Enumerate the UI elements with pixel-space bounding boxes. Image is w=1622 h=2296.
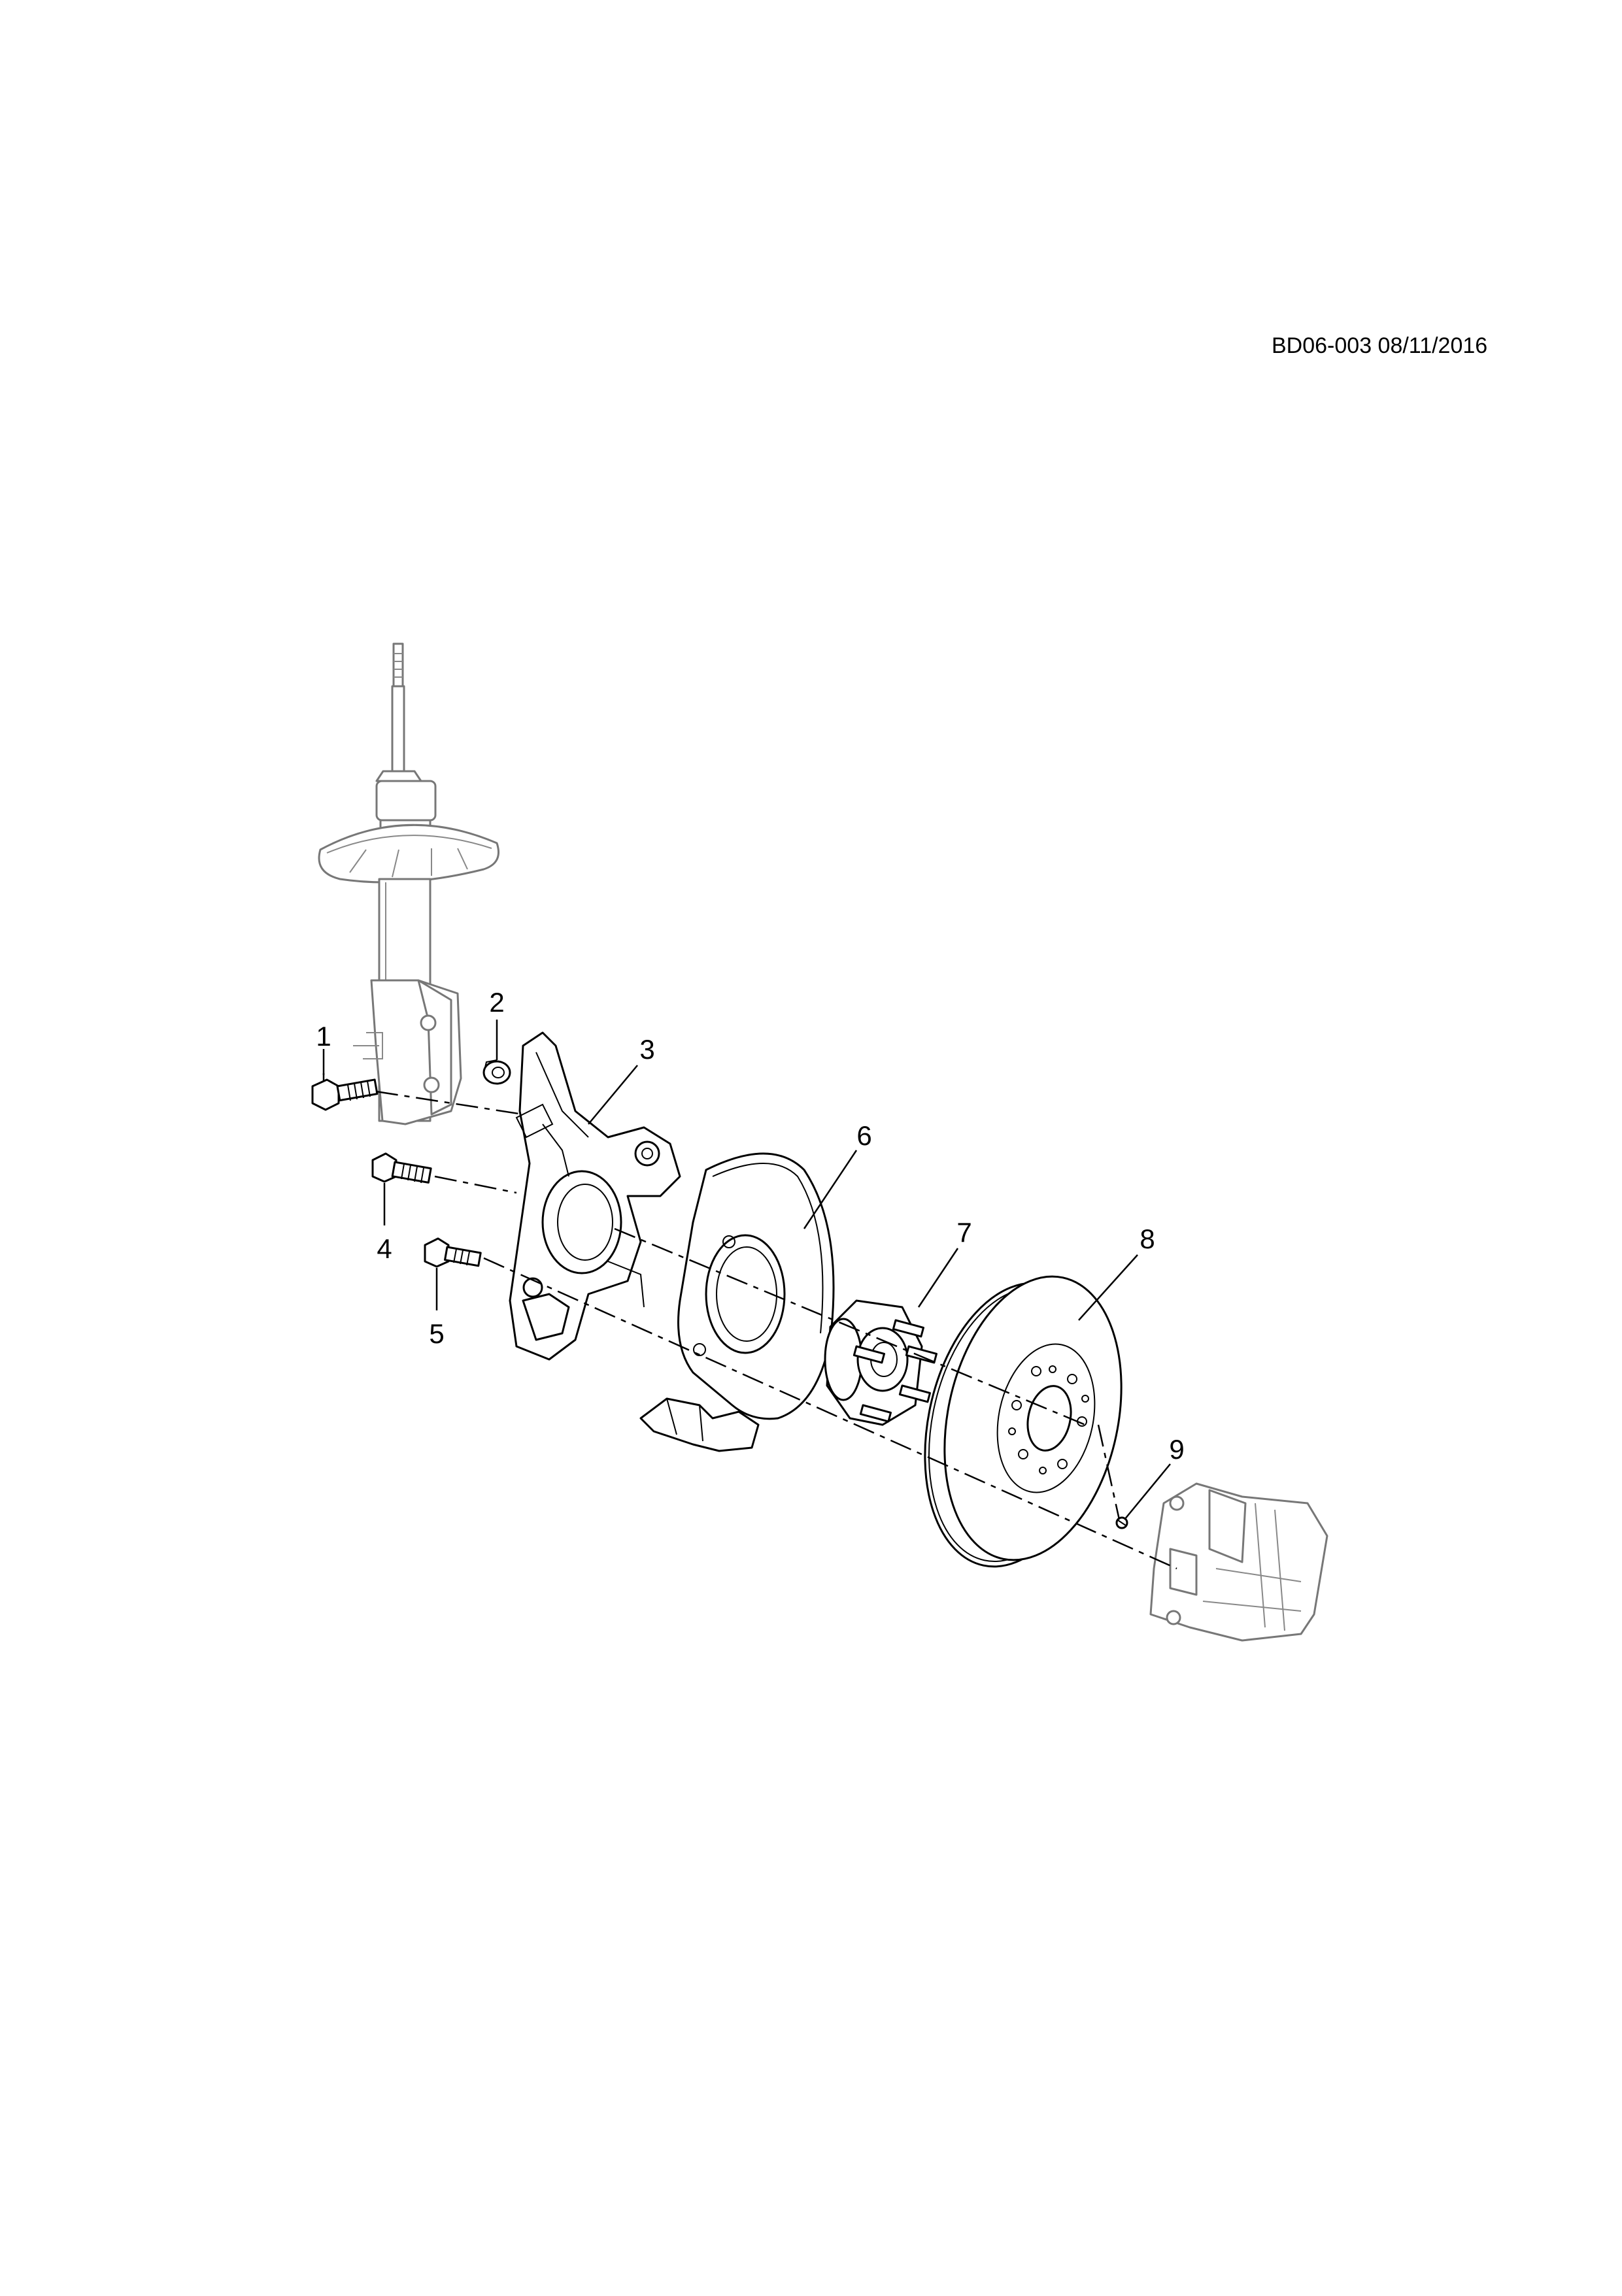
part-2-nut — [482, 1059, 511, 1085]
callout-1: 1 — [316, 1021, 331, 1052]
document-reference: BD06-003 08/11/2016 — [1272, 333, 1488, 358]
callout-9: 9 — [1169, 1434, 1184, 1465]
part-3-steering-knuckle — [509, 1031, 681, 1361]
callout-7: 7 — [956, 1217, 972, 1248]
part-1-bolt — [311, 1078, 379, 1111]
part-6-splash-shield — [639, 1152, 835, 1452]
callout-4: 4 — [377, 1233, 392, 1264]
callout-3: 3 — [639, 1034, 654, 1065]
brake-caliper-assembly — [1149, 1482, 1328, 1642]
part-4-bolt — [371, 1152, 432, 1184]
callout-6: 6 — [856, 1120, 871, 1151]
part-5-bolt — [424, 1237, 482, 1268]
callout-8: 8 — [1140, 1223, 1155, 1254]
callout-5: 5 — [429, 1318, 444, 1349]
leader-lines — [322, 1020, 1171, 1520]
part-7-wheel-hub — [824, 1299, 938, 1426]
callout-2: 2 — [489, 987, 504, 1018]
part-9-screw — [1115, 1516, 1128, 1529]
alignment-lines — [375, 1090, 1177, 1570]
callout-labels: 1 2 3 4 5 6 7 8 9 — [316, 987, 1184, 1465]
strut-assembly — [318, 642, 499, 1125]
part-8-brake-rotor — [924, 1275, 1123, 1568]
